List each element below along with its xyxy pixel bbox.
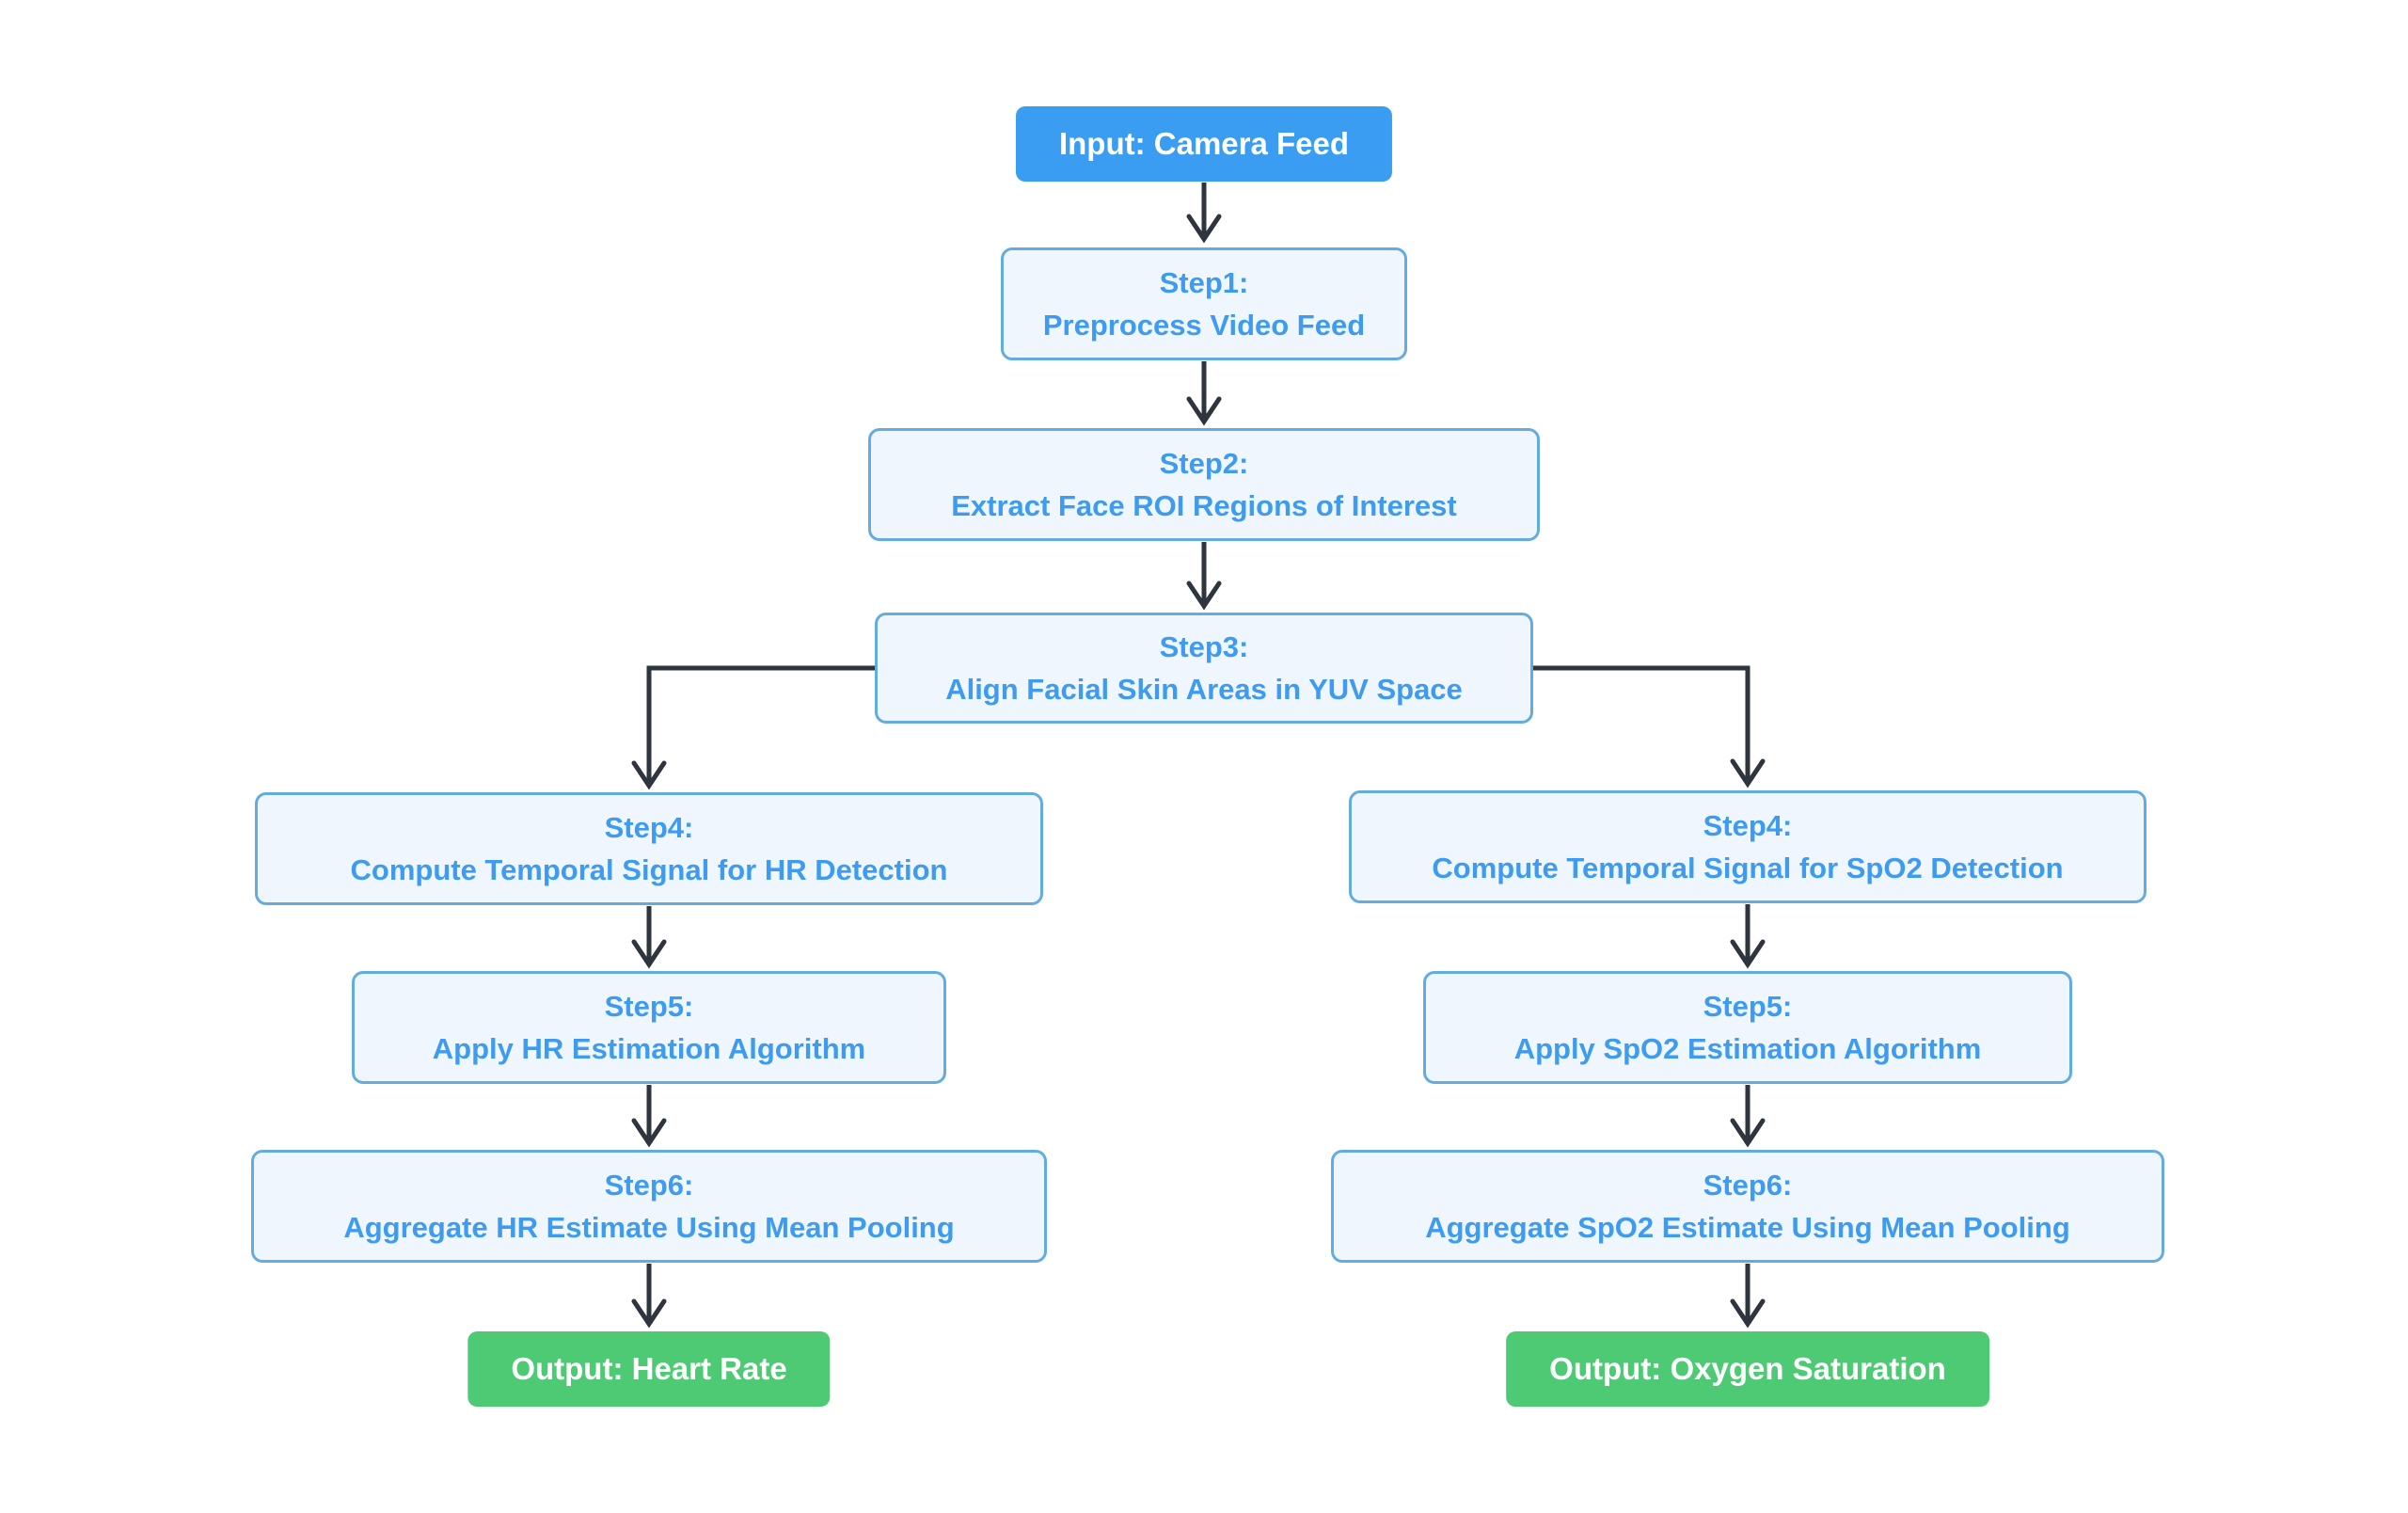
hr-step6-title: Step6: [604,1169,694,1202]
spo2-step6-text: Aggregate SpO2 Estimate Using Mean Pooli… [1425,1211,2070,1244]
input-label: Input: Camera Feed [1058,126,1350,161]
node-spo2-step5-estimation: Step5: Apply SpO2 Estimation Algorithm [1423,971,2072,1084]
node-step2-extract-roi: Step2: Extract Face ROI Regions of Inter… [868,428,1540,541]
node-hr-step6-mean-pooling: Step6: Aggregate HR Estimate Using Mean … [251,1150,1047,1263]
step3-text: Align Facial Skin Areas in YUV Space [945,673,1463,706]
spo2-output-label: Output: Oxygen Saturation [1549,1351,1946,1386]
step1-title: Step1: [1159,266,1249,299]
edge-step3-spo2-step4 [1533,665,1766,788]
node-output-oxygen-saturation: Output: Oxygen Saturation [1506,1331,1989,1407]
node-spo2-step4-temporal-signal: Step4: Compute Temporal Signal for SpO2 … [1349,790,2147,903]
hr-step4-text: Compute Temporal Signal for HR Detection [350,853,948,886]
hr-output-label: Output: Heart Rate [511,1351,787,1386]
hr-step6-text: Aggregate HR Estimate Using Mean Pooling [343,1211,955,1244]
node-step1-preprocess: Step1: Preprocess Video Feed [1001,247,1407,360]
step1-text: Preprocess Video Feed [1042,309,1366,342]
hr-step5-text: Apply HR Estimation Algorithm [432,1032,866,1065]
node-spo2-step6-mean-pooling: Step6: Aggregate SpO2 Estimate Using Mea… [1331,1150,2164,1263]
edge-step3-hr-step4 [631,665,875,790]
node-hr-step5-estimation: Step5: Apply HR Estimation Algorithm [352,971,946,1084]
node-hr-step4-temporal-signal: Step4: Compute Temporal Signal for HR De… [255,792,1043,905]
spo2-step5-text: Apply SpO2 Estimation Algorithm [1513,1032,1982,1065]
spo2-step5-title: Step5: [1703,990,1793,1023]
node-output-heart-rate: Output: Heart Rate [467,1331,831,1407]
node-input-camera-feed: Input: Camera Feed [1015,106,1393,182]
step2-text: Extract Face ROI Regions of Interest [951,489,1457,522]
hr-step5-title: Step5: [604,990,694,1023]
node-step3-align-yuv: Step3: Align Facial Skin Areas in YUV Sp… [875,613,1533,724]
hr-step4-title: Step4: [604,811,694,844]
step3-title: Step3: [1159,630,1249,663]
spo2-step4-title: Step4: [1703,809,1793,842]
step2-title: Step2: [1159,447,1249,480]
spo2-step6-title: Step6: [1703,1169,1793,1202]
spo2-step4-text: Compute Temporal Signal for SpO2 Detecti… [1432,852,2064,884]
